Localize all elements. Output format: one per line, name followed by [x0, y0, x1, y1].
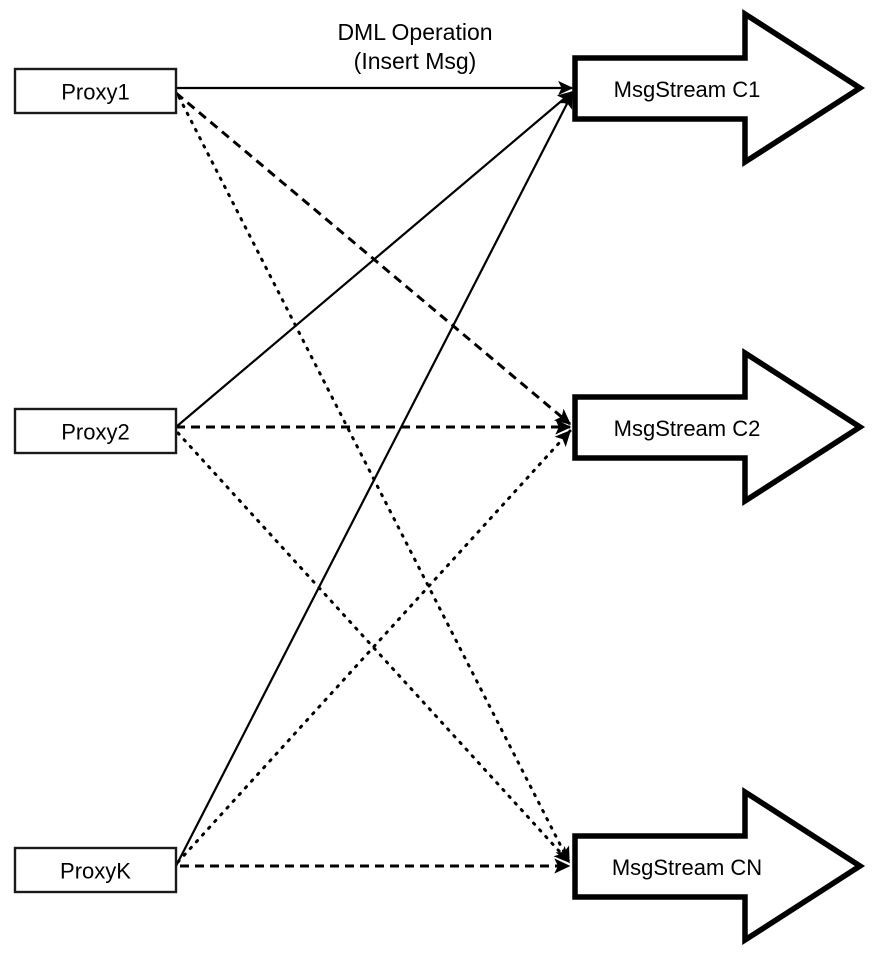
connection-proxy1-stream-c2[interactable]: [175, 91, 572, 426]
proxy-node-proxyk[interactable]: ProxyK: [13, 846, 178, 894]
msgstream-cn-arrow-shape[interactable]: [572, 786, 866, 946]
edge-label-dml-operation: DML Operation (Insert Msg): [337, 19, 492, 74]
proxy2-label: Proxy2: [61, 420, 129, 445]
proxyk-box[interactable]: [13, 846, 178, 894]
msgstream-nodes: MsgStream C1 MsgStream C2 MsgStream CN: [572, 8, 866, 946]
msgstream-c1-arrow-shape[interactable]: [572, 8, 866, 168]
proxy2-box[interactable]: [13, 407, 178, 455]
msgstream-cn-label: MsgStream CN: [612, 855, 762, 880]
msgstream-node-cn[interactable]: MsgStream CN: [572, 786, 866, 946]
proxy-nodes: Proxy1 Proxy2 ProxyK: [13, 67, 178, 894]
proxy1-label: Proxy1: [61, 80, 129, 105]
proxyk-label: ProxyK: [60, 859, 131, 884]
edge-label-line1: DML Operation: [337, 19, 492, 45]
msgstream-c2-arrow-shape[interactable]: [572, 347, 866, 507]
msgstream-node-c1[interactable]: MsgStream C1: [572, 8, 866, 168]
connection-proxy1-stream-cn[interactable]: [177, 95, 571, 864]
msgstream-c1-label: MsgStream C1: [614, 77, 761, 102]
proxy-node-proxy2[interactable]: Proxy2: [13, 407, 178, 455]
edge-label-line2: (Insert Msg): [354, 48, 477, 74]
proxy-node-proxy1[interactable]: Proxy1: [13, 67, 178, 115]
connection-proxyk-stream-cn[interactable]: [176, 429, 572, 864]
proxy1-box[interactable]: [13, 67, 178, 115]
msgstream-c2-label: MsgStream C2: [614, 416, 761, 441]
msgstream-node-c2[interactable]: MsgStream C2: [572, 347, 866, 507]
connection-layer: [175, 80, 574, 874]
